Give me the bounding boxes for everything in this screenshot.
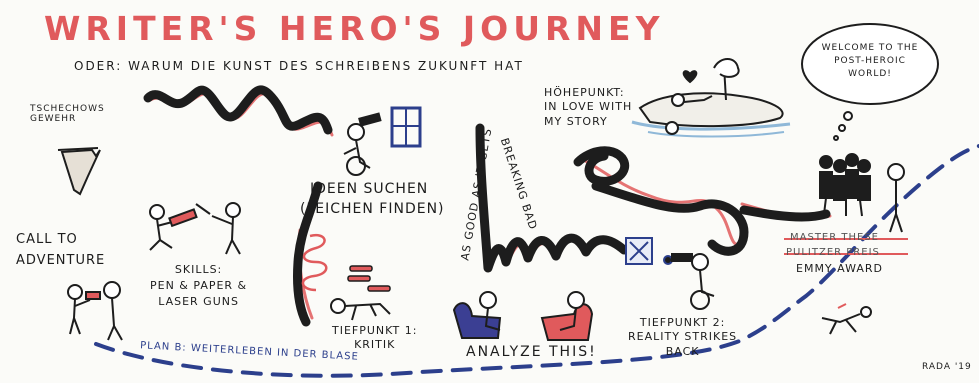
label-master-these: MASTER THESE <box>790 232 879 243</box>
telescope-person-icon <box>343 106 422 176</box>
therapy-chairs-icon <box>452 291 594 341</box>
crowd-figures-icon <box>819 153 905 233</box>
label-ideen-suchen: IDEEN SUCHEN (LEICHEN FINDEN) <box>300 181 445 217</box>
rifle-icon <box>57 147 101 196</box>
label-tschechows-gewehr: TSCHECHOWS GEWEHR <box>30 104 105 125</box>
bullets-icon <box>347 265 391 292</box>
lying-figure-icon <box>330 298 391 321</box>
label-analyze-this: ANALYZE THIS! <box>466 344 597 360</box>
call-adventure-figures-icon <box>67 281 123 341</box>
speech-bubble <box>801 23 939 141</box>
reality-strikes-icon <box>625 237 673 265</box>
label-pulitzer-preis: PULITZER PREIS <box>786 247 880 258</box>
journey-path-black <box>143 85 333 327</box>
skills-figures-icon <box>149 202 241 255</box>
island-icon <box>631 58 791 138</box>
label-hoehepunkt: HÖHEPUNKT: IN LOVE WITH MY STORY <box>544 86 633 128</box>
label-tiefpunkt-1: TIEFPUNKT 1: KRITIK <box>332 324 418 352</box>
label-tiefpunkt-2: TIEFPUNKT 2: REALITY STRIKES BACK <box>628 316 738 358</box>
page-title: WRITER'S HERO'S JOURNEY <box>44 9 665 48</box>
plan-b-path <box>94 144 979 378</box>
label-call-to-adventure: CALL TO ADVENTURE <box>16 232 106 268</box>
journey-path-black-2 <box>475 123 831 273</box>
signature: RADA '19 <box>922 362 972 372</box>
label-skills: SKILLS: PEN & PAPER & LASER GUNS <box>150 263 248 308</box>
page-subtitle: ODER: WARUM DIE KUNST DES SCHREIBENS ZUK… <box>74 59 524 73</box>
spiral-red <box>301 233 328 292</box>
flying-figure-icon <box>821 303 872 335</box>
label-emmy-award: EMMY AWARD <box>796 262 883 275</box>
speech-bubble-text: WELCOME TO THE POST-HEROIC WORLD! <box>821 43 919 80</box>
telescope-person-2-icon <box>671 253 715 310</box>
